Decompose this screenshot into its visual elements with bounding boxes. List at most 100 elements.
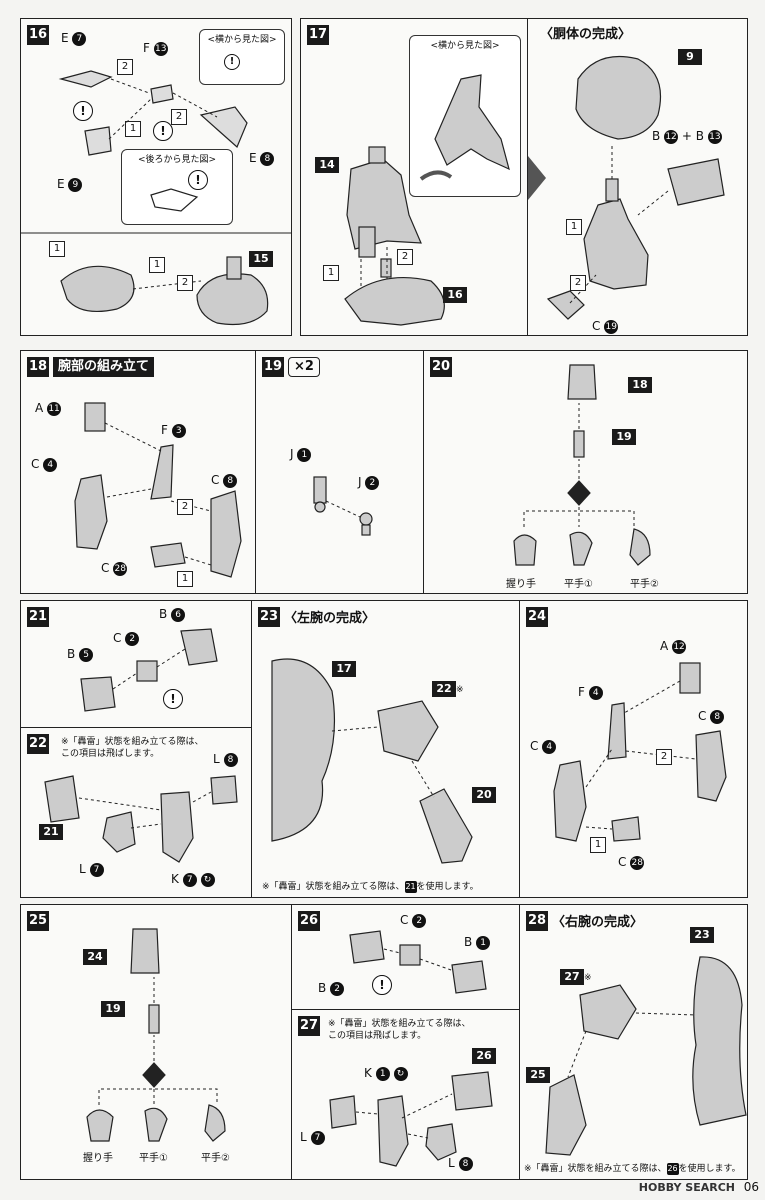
part-label-b1: B 1 <box>464 935 491 950</box>
part-drawings <box>553 662 727 842</box>
skip-note: ※「轟雷」状態を組み立てる際は、この項目は飛ばします。 <box>61 737 204 759</box>
part-drawings <box>344 74 510 326</box>
order-2: 2 <box>570 275 586 291</box>
order-1: 1 <box>177 571 193 587</box>
hand-label: 握り手 <box>506 579 536 590</box>
step-number: 25 <box>27 911 49 931</box>
part-label-e7: E 7 <box>61 31 87 46</box>
part-drawings <box>513 364 651 566</box>
subassembly-14: 14 <box>315 157 339 173</box>
step-27-panel: 27 ※「轟雷」状態を組み立てる際は、この項目は飛ばします。 26 K 1 ↻ … <box>292 1010 520 1180</box>
part-label-e9: E 9 <box>57 177 83 192</box>
hand-label: 平手② <box>201 1153 230 1164</box>
part-label-j2: J 2 <box>358 475 380 490</box>
part-label-f3: F 3 <box>161 423 186 438</box>
hand-label: 平手① <box>564 579 593 590</box>
subassembly-26: 26 <box>472 1048 496 1064</box>
part-label-c4: C 4 <box>530 739 557 754</box>
subassembly-27-label: 27※ <box>560 969 592 985</box>
part-drawings <box>74 402 242 578</box>
order-2: 2 <box>656 749 672 765</box>
order-2: 2 <box>177 275 193 291</box>
order-2b: 2 <box>171 109 187 125</box>
part-drawings <box>545 956 747 1156</box>
part-label-c8: C 8 <box>698 709 725 724</box>
body-complete-panel: 〈胴体の完成〉 9 B 12 + B 13 1 2 C 19 <box>528 18 748 336</box>
part-label-b2: B 2 <box>318 981 345 996</box>
step-number: 24 <box>526 607 548 627</box>
step-number: 23 <box>258 607 280 627</box>
order-2: 2 <box>397 249 413 265</box>
warning-icon: ! <box>153 121 173 141</box>
part-drawings <box>80 628 218 712</box>
step-number: 21 <box>27 607 49 627</box>
footnote: ※「轟雷」状態を組み立てる際は、21を使用します。 <box>262 880 479 893</box>
step-number: 16 <box>27 25 49 45</box>
step-number: 27 <box>298 1016 320 1036</box>
step-18-panel: 18 腕部の組み立て A 11 F 3 C 4 C 8 C 28 2 1 <box>20 350 256 594</box>
flow-arrow-icon <box>528 156 546 200</box>
section-title: 腕部の組み立て <box>53 357 155 377</box>
step-19-panel: 19 ×2 J 1 J 2 <box>256 350 424 594</box>
part-label-c2: C 2 <box>400 913 427 928</box>
subassembly-19: 19 <box>612 429 636 445</box>
step-22-panel: 22 ※「轟雷」状態を組み立てる際は、この項目は飛ばします。 L 8 21 L … <box>20 728 252 898</box>
subassembly-18: 18 <box>628 377 652 393</box>
order-1: 1 <box>566 219 582 235</box>
part-drawings <box>546 55 725 320</box>
rotate-icon: ↻ <box>200 872 215 887</box>
part-label-e8: E 8 <box>249 151 275 166</box>
step-number: 17 <box>307 25 329 45</box>
step-16-panel: 16 E 7 F 13 <横から見た図> ! 2 1 2 ! ! E 8 E 9… <box>20 18 292 336</box>
order-2: 2 <box>177 499 193 515</box>
part-drawings <box>313 476 373 536</box>
order-2: 2 <box>117 59 133 75</box>
subassembly-19: 19 <box>101 1001 125 1017</box>
step-24-panel: 24 A 12 F 4 C 8 C 4 2 1 C 28 <box>520 600 748 898</box>
section-title: 〈右腕の完成〉 <box>552 915 644 930</box>
step-21-panel: 21 B 6 C 2 B 5 ! <box>20 600 252 728</box>
part-drawings <box>271 658 473 864</box>
hand-label: 平手② <box>630 579 659 590</box>
warning-icon: ! <box>188 170 208 190</box>
order-1: 1 <box>49 241 65 257</box>
part-label-l7: L 7 <box>79 862 104 877</box>
part-drawings <box>44 775 238 863</box>
page-number: 06 <box>743 1180 759 1194</box>
part-label-c19: C 19 <box>592 319 619 334</box>
part-drawings <box>349 930 487 994</box>
subassembly-21: 21 <box>39 824 63 840</box>
order-1: 1 <box>323 265 339 281</box>
step-20-panel: 20 18 19 握り手 平手① 平手② <box>424 350 748 594</box>
step-number: 28 <box>526 911 548 931</box>
part-label-f4: F 4 <box>578 685 603 700</box>
quantity-badge: ×2 <box>288 357 320 377</box>
step-17-panel: 17 <横から見た図> 14 2 1 16 <box>300 18 528 336</box>
subassembly-9: 9 <box>678 49 702 65</box>
part-label-a11: A 11 <box>35 401 62 416</box>
footnote: ※「轟雷」状態を組み立てる際は、26を使用します。 <box>524 1162 741 1175</box>
part-label-k7: K 7 ↻ <box>171 872 215 887</box>
warning-icon: ! <box>73 101 93 121</box>
step-26-panel: 26 C 2 B 1 B 2 ! <box>292 904 520 1010</box>
part-label-c4: C 4 <box>31 457 58 472</box>
callout-label: <後ろから見た図> <box>137 155 217 165</box>
warning-icon: ! <box>224 54 240 70</box>
step-number: 22 <box>27 734 49 754</box>
subassembly-17: 17 <box>332 661 356 677</box>
part-label-l7: L 7 <box>300 1130 325 1145</box>
step-number: 19 <box>262 357 284 377</box>
step-25-panel: 25 24 19 握り手 平手① 平手② <box>20 904 292 1180</box>
part-label-f13: F 13 <box>143 41 168 56</box>
part-label-c8: C 8 <box>211 473 238 488</box>
order-1: 1 <box>125 121 141 137</box>
subassembly-23: 23 <box>690 927 714 943</box>
rotate-icon: ↻ <box>393 1066 408 1081</box>
part-label-j1: J 1 <box>290 447 312 462</box>
part-label-a12: A 12 <box>660 639 687 654</box>
subassembly-16: 16 <box>443 287 467 303</box>
part-label-c2: C 2 <box>113 631 140 646</box>
callout-label: <横から見た図> <box>207 35 277 45</box>
step-28-panel: 28 〈右腕の完成〉 23 27※ 25 ※「轟雷」状態を組み立てる際は、26を… <box>520 904 748 1180</box>
back-view-callout: <後ろから見た図> ! <box>121 149 233 225</box>
